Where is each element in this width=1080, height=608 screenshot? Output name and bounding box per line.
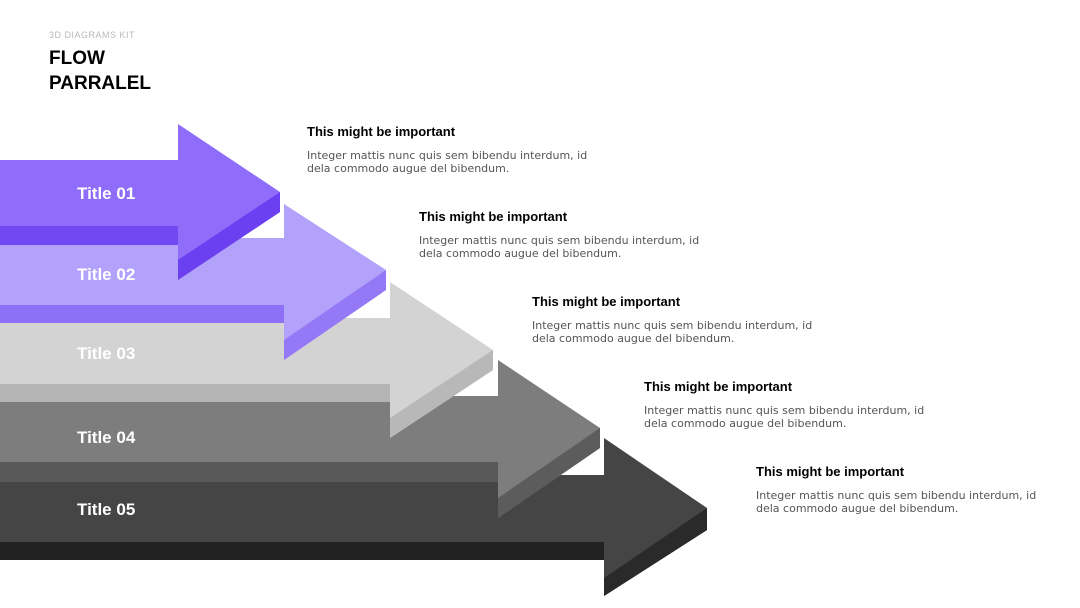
arrow-05-title: Title 05 — [77, 500, 136, 519]
step-02-description: This might be important Integer mattis n… — [419, 209, 719, 260]
step-01-body: Integer mattis nunc quis sem bibendu int… — [307, 149, 588, 175]
step-03-description: This might be important Integer mattis n… — [532, 294, 832, 345]
step-03-heading: This might be important — [532, 294, 681, 309]
arrow-04-tip-side — [498, 428, 600, 518]
arrow-05-shadow — [0, 510, 707, 596]
arrow-02-shadow — [0, 305, 284, 323]
page-title-line-2: PARRALEL — [49, 73, 152, 94]
step-02-heading: This might be important — [419, 209, 568, 224]
step-05-heading: This might be important — [756, 464, 905, 479]
arrow-04-shadow — [0, 462, 498, 482]
step-05-body: Integer mattis nunc quis sem bibendu int… — [756, 489, 1037, 515]
step-05-description: This might be important Integer mattis n… — [756, 464, 1056, 515]
step-03-body: Integer mattis nunc quis sem bibendu int… — [532, 319, 813, 345]
arrow-03 — [0, 282, 493, 438]
kit-label: 3D DIAGRAMS KIT — [49, 30, 136, 40]
arrow-01-tip-side — [178, 192, 280, 280]
step-01-description: This might be important Integer mattis n… — [307, 124, 607, 175]
arrow-01-title: Title 01 — [77, 184, 136, 203]
arrow-03-tip-side — [390, 350, 493, 438]
step-04-description: This might be important Integer mattis n… — [644, 379, 944, 430]
arrow-03-title: Title 03 — [77, 344, 136, 363]
arrow-03-shadow — [0, 384, 390, 402]
step-04-body: Integer mattis nunc quis sem bibendu int… — [644, 404, 925, 430]
step-04-heading: This might be important — [644, 379, 793, 394]
arrow-01-shadow — [0, 226, 178, 245]
step-01-heading: This might be important — [307, 124, 456, 139]
step-02-body: Integer mattis nunc quis sem bibendu int… — [419, 234, 700, 260]
arrow-04-title: Title 04 — [77, 428, 136, 447]
page-title-line-1: FLOW — [49, 48, 105, 69]
page-title: FLOW PARRALEL — [49, 46, 151, 96]
arrow-05-tip-side — [604, 508, 707, 596]
arrow-02 — [0, 204, 386, 360]
arrow-02-tip-side — [284, 270, 386, 360]
arrow-02-title: Title 02 — [77, 265, 136, 284]
arrow-01 — [0, 124, 280, 280]
arrow-04 — [0, 360, 600, 518]
